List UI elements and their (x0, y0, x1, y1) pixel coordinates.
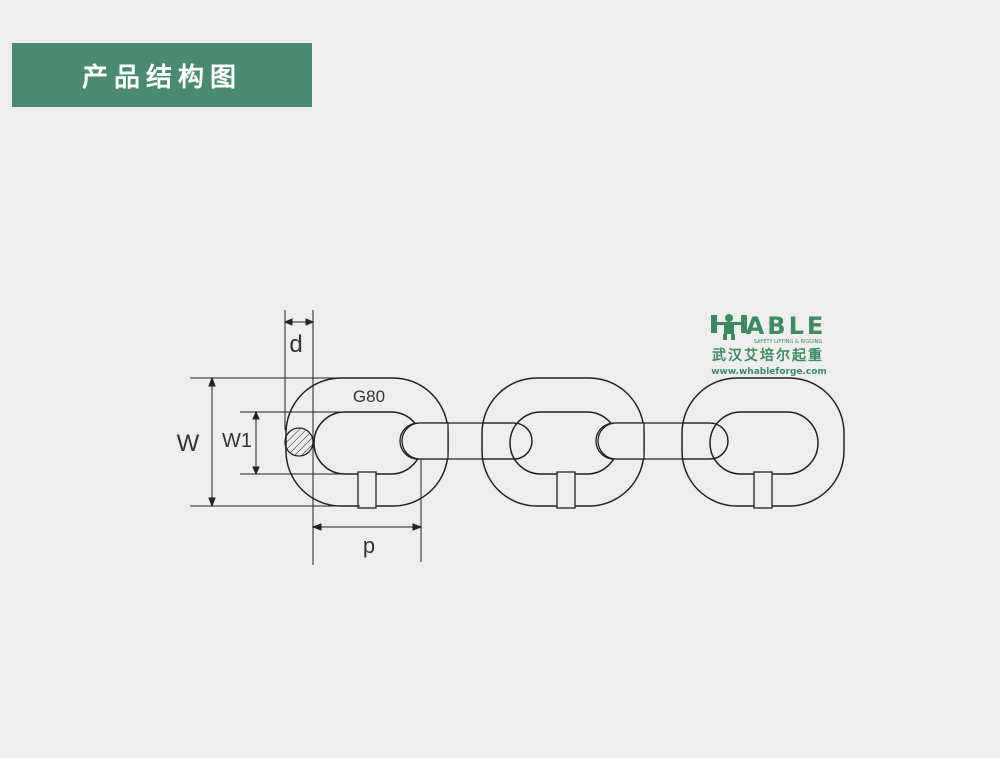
weld-mark-1 (357, 471, 377, 509)
grade-label: G80 (353, 387, 385, 406)
side-link-1-front-left (401, 422, 449, 460)
weightlifter-icon (711, 314, 747, 340)
dimension-d (283, 310, 315, 565)
side-link-2-front-left (597, 422, 645, 460)
section-header-band: 产品结构图 (12, 43, 312, 107)
dimension-W-label: W (177, 430, 200, 457)
weld-mark-3 (753, 471, 773, 509)
section-title: 产品结构图 (81, 62, 242, 93)
dimension-W1 (240, 410, 340, 476)
cross-section-hatch (284, 427, 314, 457)
logo-brand-text: ABLE (746, 312, 827, 340)
dimension-p (311, 460, 423, 562)
logo-tagline: SAFETY LIFTING & RIGGING (754, 339, 823, 345)
dimension-d-label: d (289, 331, 302, 358)
dimension-W (190, 376, 360, 508)
logo-website: www.whableforge.com (711, 367, 827, 377)
logo-company-cn: 武汉艾培尔起重 (712, 347, 824, 364)
dimension-W1-label: W1 (222, 430, 252, 452)
brand-logo: ABLE SAFETY LIFTING & RIGGING 武汉艾培尔起重 ww… (711, 312, 827, 377)
weld-mark-2 (556, 471, 576, 509)
dimension-p-label: p (363, 533, 375, 558)
